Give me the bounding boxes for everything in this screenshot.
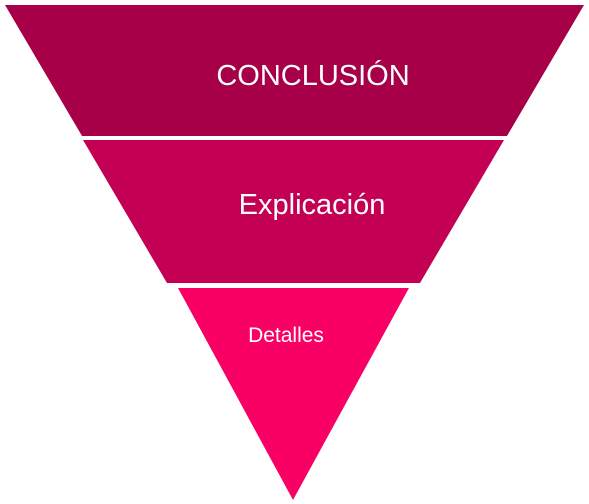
label-conclusion: CONCLUSIÓN: [216, 59, 409, 92]
label-explicacion: Explicación: [239, 189, 386, 221]
label-detalles: Detalles: [248, 324, 324, 347]
pyramid-level-explicacion: [83, 140, 504, 283]
pyramid-level-detalles: [178, 288, 409, 500]
pyramid-level-conclusion: [5, 5, 584, 136]
